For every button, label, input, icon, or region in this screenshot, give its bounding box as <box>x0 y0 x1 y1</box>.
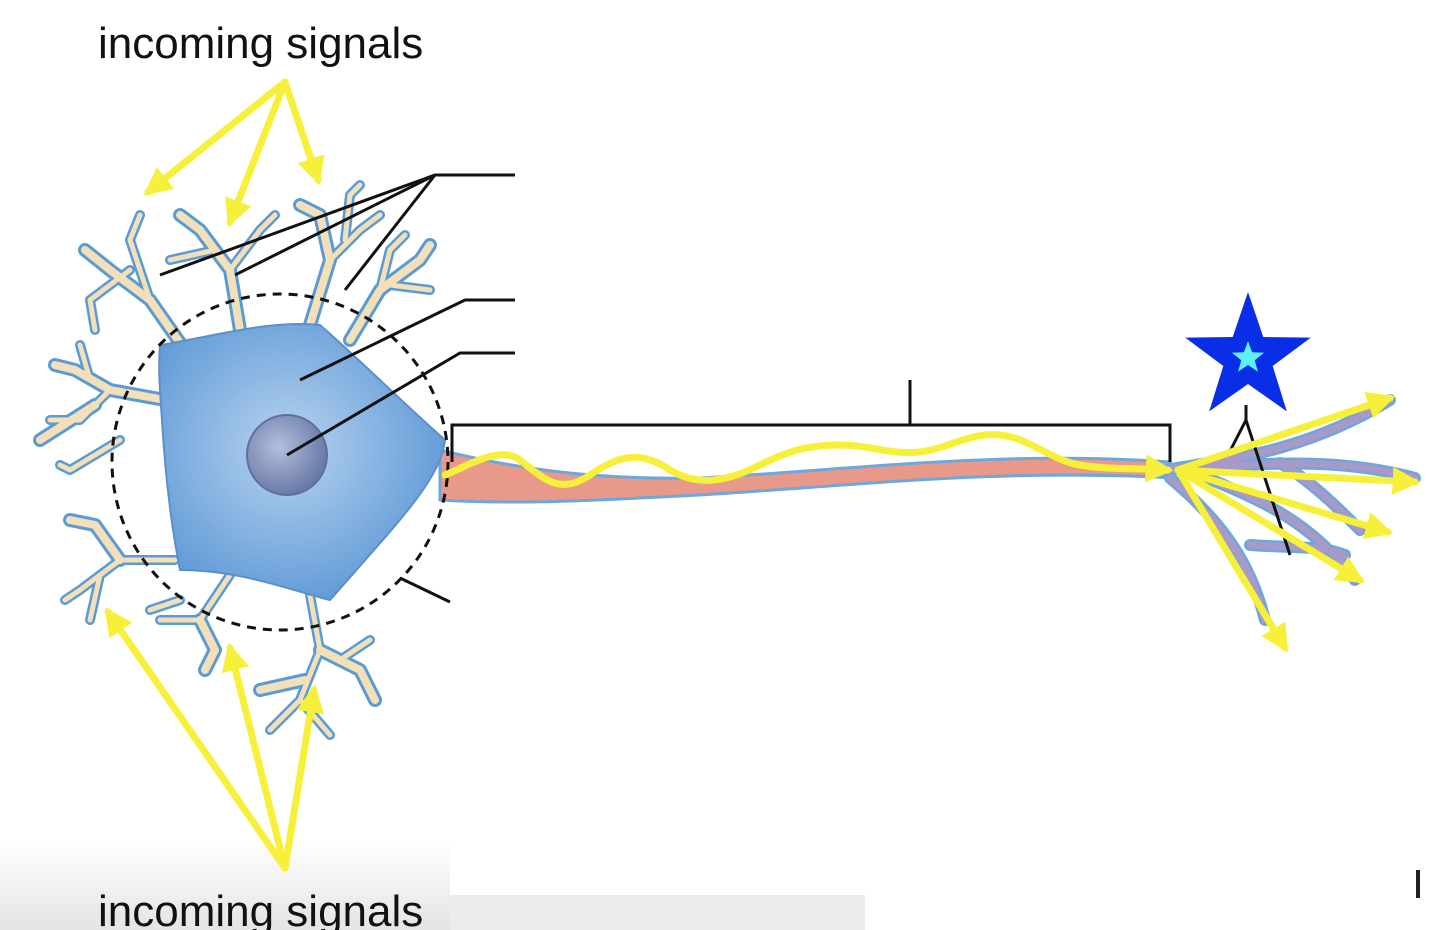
dendrite-branch <box>47 387 113 423</box>
dendrite-branch <box>57 437 123 473</box>
bottom-band <box>0 840 450 930</box>
leader-cell-body <box>299 298 515 382</box>
arrow-in-5 <box>221 642 289 872</box>
arrow-in-6 <box>281 684 325 872</box>
dendrite-branch <box>346 241 434 344</box>
dendrite-branch <box>377 232 408 293</box>
dendrites <box>33 180 437 740</box>
bottom-band-mid <box>450 895 865 930</box>
dendrite-branch <box>316 646 379 704</box>
edge-mark <box>1416 870 1420 898</box>
arrow-in-4 <box>104 607 289 872</box>
dendrite-branch <box>77 342 93 383</box>
arrow-out-2 <box>1174 466 1421 495</box>
dendrite-branch-outline <box>155 570 235 625</box>
dendrite-branch <box>387 282 433 293</box>
dendrite-branch <box>267 592 323 733</box>
arrow-in-2 <box>225 78 289 228</box>
leader-dendrites <box>159 173 515 291</box>
arrow-out-3 <box>1174 466 1394 540</box>
dendrite-branch <box>127 212 153 303</box>
axon-signal-wave <box>441 431 1174 488</box>
dendrite-branch <box>327 212 383 263</box>
star-icon <box>1185 292 1311 412</box>
dendrite-branch <box>87 267 133 333</box>
arrow-out-4 <box>1174 466 1365 584</box>
arrow-out-5 <box>1174 466 1289 653</box>
dendrite-branch <box>256 676 309 694</box>
dendrite-branch <box>342 182 363 243</box>
dendrite-branch <box>81 246 189 354</box>
dendrite-branch <box>147 597 183 613</box>
arrow-in-3 <box>281 78 325 186</box>
dendrite-branch <box>36 401 99 444</box>
star-center <box>1231 341 1265 372</box>
dendrite-branch <box>196 616 219 674</box>
signal-arrows <box>104 78 1421 872</box>
dashed-soma-outline <box>110 292 450 632</box>
dendrite-branch <box>296 201 334 329</box>
dendrite-branch <box>87 572 103 623</box>
arrow-out-1 <box>1174 391 1396 474</box>
axon-bracket <box>450 380 1172 462</box>
leader-membrane <box>399 576 451 604</box>
arrow-in-1 <box>143 78 289 196</box>
leader-nucleus <box>286 351 515 457</box>
dendrite-branch <box>227 212 278 273</box>
dendrite-branch <box>167 247 218 263</box>
label-incoming-signals-top: incoming signals <box>98 19 423 68</box>
dendrite-branch <box>66 516 124 564</box>
label-incoming-signals-bottom: incoming signals <box>98 887 423 930</box>
dendrite-branch <box>337 637 373 663</box>
